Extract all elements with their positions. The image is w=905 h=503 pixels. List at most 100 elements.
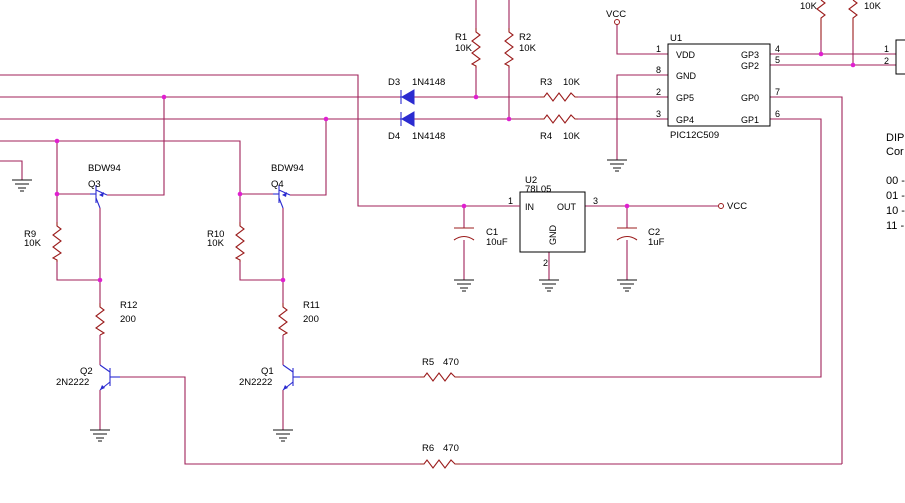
- resistor-r10: R10 10K: [207, 222, 245, 262]
- svg-text:GP5: GP5: [676, 93, 694, 103]
- transistor-q3: BDW94 Q3: [88, 163, 121, 209]
- capacitor-c1: C1 10uF: [453, 227, 508, 248]
- vcc-top: VCC: [606, 9, 626, 25]
- svg-text:7: 7: [775, 87, 780, 97]
- svg-text:470: 470: [443, 357, 459, 368]
- resistor-r9: R9 10K: [24, 222, 62, 262]
- resistor-r3: R3 10K: [540, 77, 581, 102]
- svg-text:10K: 10K: [563, 77, 581, 88]
- svg-text:D3: D3: [388, 77, 400, 88]
- ic-u1-pic: U1 PIC12C509 VDD GND GP5 GP4 1 8 2 3 GP3…: [656, 33, 780, 141]
- svg-text:2: 2: [884, 56, 889, 66]
- svg-text:4: 4: [775, 44, 780, 54]
- svg-text:R10: R10: [207, 229, 224, 240]
- resistor-r12: R12 200: [95, 300, 137, 336]
- svg-text:2: 2: [543, 258, 548, 268]
- svg-text:GP0: GP0: [741, 93, 759, 103]
- svg-text:R9: R9: [24, 229, 36, 240]
- svg-text:Q2: Q2: [80, 366, 93, 377]
- junctions: [54, 51, 856, 283]
- dip-switch-partial: 1 2: [884, 39, 905, 75]
- svg-text:C2: C2: [648, 227, 660, 238]
- svg-text:2: 2: [656, 87, 661, 97]
- svg-text:10K: 10K: [864, 1, 882, 12]
- svg-text:1N4148: 1N4148: [412, 131, 445, 142]
- svg-text:DIP: DIP: [886, 132, 904, 144]
- svg-text:R1: R1: [455, 32, 467, 43]
- svg-text:OUT: OUT: [557, 202, 577, 212]
- svg-text:R3: R3: [540, 77, 552, 88]
- resistor-top-1: 10K: [800, 0, 826, 40]
- svg-text:78L05: 78L05: [525, 184, 551, 195]
- svg-text:200: 200: [120, 314, 136, 325]
- svg-text:5: 5: [775, 55, 780, 65]
- ic-u2-regulator: U2 78L05 IN OUT 1 3 GND 2: [500, 175, 598, 268]
- svg-text:C1: C1: [486, 227, 498, 238]
- svg-text:U1: U1: [670, 33, 682, 44]
- resistor-r5: R5 470: [420, 357, 460, 382]
- svg-text:10K: 10K: [519, 43, 537, 54]
- svg-text:1uF: 1uF: [648, 237, 665, 248]
- svg-text:GP3: GP3: [741, 50, 759, 60]
- svg-text:1N4148: 1N4148: [412, 77, 445, 88]
- svg-text:U2: U2: [525, 175, 537, 186]
- svg-text:R12: R12: [120, 300, 137, 311]
- svg-text:Q1: Q1: [261, 366, 274, 377]
- svg-text:R4: R4: [540, 131, 552, 142]
- svg-text:GND: GND: [676, 71, 697, 81]
- svg-text:10K: 10K: [24, 238, 42, 249]
- resistor-r1: R1 10K: [455, 28, 481, 68]
- svg-text:01 -: 01 -: [886, 190, 905, 202]
- vcc-output: VCC: [718, 201, 747, 212]
- svg-text:IN: IN: [525, 202, 534, 212]
- svg-text:R6: R6: [422, 443, 434, 454]
- svg-text:3: 3: [593, 196, 598, 206]
- svg-text:00 -: 00 -: [886, 175, 905, 187]
- svg-text:PIC12C509: PIC12C509: [670, 130, 719, 141]
- svg-text:10K: 10K: [455, 43, 473, 54]
- svg-text:11 -: 11 -: [886, 220, 904, 232]
- svg-text:GP2: GP2: [741, 61, 759, 71]
- svg-text:200: 200: [303, 314, 319, 325]
- resistor-r6: R6 470: [420, 443, 460, 469]
- resistor-r4: R4 10K: [540, 114, 581, 142]
- svg-text:Q3: Q3: [88, 179, 101, 190]
- svg-text:GP4: GP4: [676, 115, 694, 125]
- svg-text:BDW94: BDW94: [271, 163, 304, 174]
- svg-text:1: 1: [656, 44, 661, 54]
- transistor-q4: BDW94 Q4: [271, 163, 304, 209]
- svg-text:GND: GND: [548, 225, 558, 246]
- svg-text:10K: 10K: [800, 1, 818, 12]
- svg-text:R2: R2: [519, 32, 531, 43]
- svg-text:Cor: Cor: [886, 146, 904, 158]
- svg-text:2N2222: 2N2222: [56, 377, 89, 388]
- svg-text:VDD: VDD: [676, 50, 696, 60]
- transistor-q1: Q1 2N2222: [239, 364, 300, 391]
- diode-d4: D4 1N4148: [388, 111, 445, 142]
- svg-text:1: 1: [884, 44, 889, 54]
- ground-symbols: [12, 159, 637, 442]
- svg-text:3: 3: [656, 109, 661, 119]
- svg-text:BDW94: BDW94: [88, 163, 121, 174]
- svg-text:10uF: 10uF: [486, 237, 508, 248]
- transistor-q2: Q2 2N2222: [56, 364, 120, 391]
- svg-text:R11: R11: [303, 300, 320, 311]
- svg-text:1: 1: [508, 196, 513, 206]
- svg-text:10 -: 10 -: [886, 205, 905, 217]
- svg-text:2N2222: 2N2222: [239, 377, 272, 388]
- svg-text:D4: D4: [388, 131, 400, 142]
- svg-text:GP1: GP1: [741, 115, 759, 125]
- svg-text:Q4: Q4: [271, 179, 284, 190]
- resistor-top-2: 10K: [848, 0, 882, 40]
- side-notes: DIP Cor 00 - 01 - 10 - 11 -: [886, 132, 905, 232]
- capacitor-c2: C2 1uF: [616, 227, 665, 248]
- svg-text:8: 8: [656, 65, 661, 75]
- resistor-r11: R11 200: [278, 300, 320, 336]
- svg-text:VCC: VCC: [606, 9, 626, 20]
- diode-d3: D3 1N4148: [388, 77, 445, 105]
- svg-text:6: 6: [775, 109, 780, 119]
- svg-text:470: 470: [443, 443, 459, 454]
- svg-text:R5: R5: [422, 357, 434, 368]
